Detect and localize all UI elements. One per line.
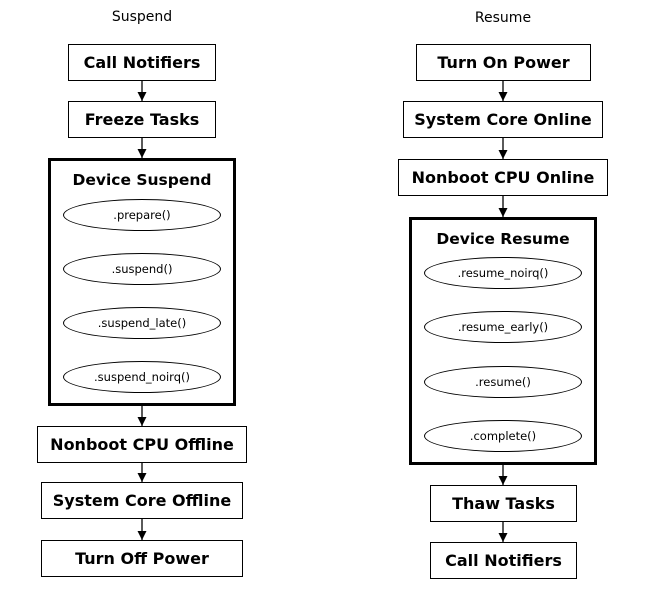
- resume-callback-complete: .complete(): [424, 420, 582, 452]
- resume-callback-resume-noirq: .resume_noirq(): [424, 257, 582, 289]
- suspend-callback-suspend-late: .suspend_late(): [63, 307, 221, 339]
- suspend-step-system-core-offline: System Core Offline: [41, 482, 243, 519]
- device-suspend-title: Device Suspend: [72, 171, 212, 189]
- device-resume-title: Device Resume: [436, 230, 570, 248]
- resume-column-title: Resume: [474, 10, 532, 26]
- resume-step-nonboot-cpu-online: Nonboot CPU Online: [398, 159, 608, 196]
- suspend-column-title: Suspend: [111, 9, 173, 25]
- resume-step-call-notifiers: Call Notifiers: [430, 542, 577, 579]
- suspend-step-nonboot-cpu-offline: Nonboot CPU Offline: [37, 426, 247, 463]
- resume-step-turn-on-power: Turn On Power: [416, 44, 591, 81]
- resume-step-system-core-online: System Core Online: [403, 101, 603, 138]
- suspend-callback-suspend: .suspend(): [63, 253, 221, 285]
- suspend-step-freeze-tasks: Freeze Tasks: [68, 101, 216, 138]
- suspend-callback-prepare: .prepare(): [63, 199, 221, 231]
- resume-callback-resume-early: .resume_early(): [424, 311, 582, 343]
- suspend-step-call-notifiers: Call Notifiers: [68, 44, 216, 81]
- resume-callback-resume: .resume(): [424, 366, 582, 398]
- suspend-step-turn-off-power: Turn Off Power: [41, 540, 243, 577]
- suspend-callback-suspend-noirq: .suspend_noirq(): [63, 361, 221, 393]
- resume-step-thaw-tasks: Thaw Tasks: [430, 485, 577, 522]
